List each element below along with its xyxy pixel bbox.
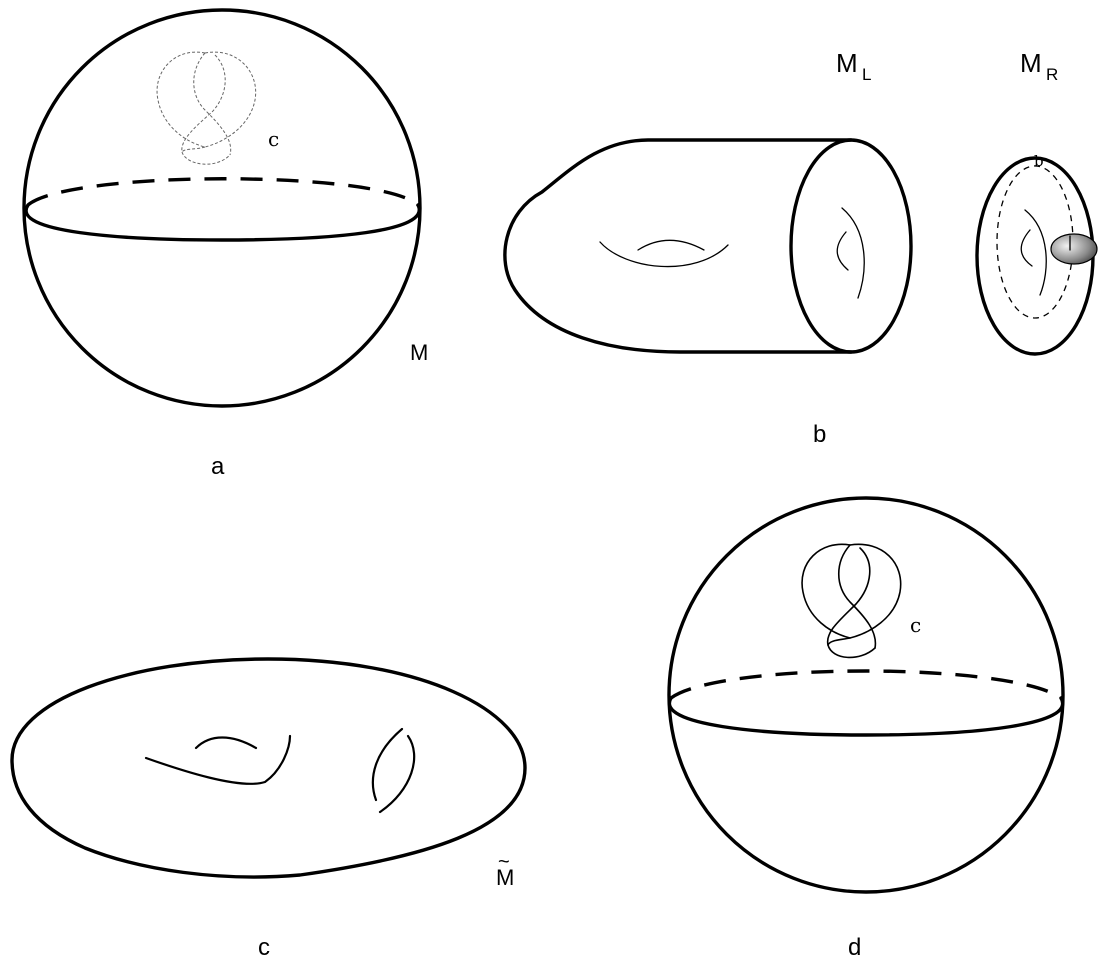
handle-1-upper-arc <box>194 736 258 750</box>
equator-front <box>24 203 421 242</box>
caption-b: b <box>813 421 826 448</box>
panel-a: c M a <box>22 8 428 480</box>
disk-right-handle-outer <box>1024 209 1047 296</box>
equator-back-dashed <box>669 669 1062 700</box>
svg-text:M: M <box>496 865 514 890</box>
panel-b: b M L M R b <box>503 48 1098 448</box>
panel-c: M ~ c <box>10 657 527 961</box>
equator-back-dashed <box>26 177 420 207</box>
handle-1-lower-arc <box>144 734 292 785</box>
label-m-r: M R <box>1020 48 1058 84</box>
svg-text:L: L <box>862 65 871 84</box>
knot-solid <box>801 543 902 659</box>
curve-label-b: b <box>1034 152 1044 170</box>
knot-label-c: c <box>910 613 921 637</box>
manifold-left-body <box>503 138 853 354</box>
sphere-outline <box>667 496 1065 894</box>
handle-2-left-arc <box>371 727 404 802</box>
sphere-outline <box>22 8 422 408</box>
knot-faint-outline <box>156 51 257 165</box>
disk-left-handle-inner <box>836 231 849 271</box>
attached-shaded-disk <box>1050 233 1098 265</box>
svg-text:~: ~ <box>498 851 510 873</box>
label-m-l: M L <box>836 48 871 84</box>
disk-left-handle-outer <box>841 207 865 299</box>
caption-a: a <box>211 453 225 480</box>
svg-text:R: R <box>1046 65 1058 84</box>
manifold-label-m: M <box>410 340 428 365</box>
svg-text:M: M <box>836 48 858 78</box>
handle-2-right-arc <box>378 734 416 814</box>
caption-d: d <box>848 934 861 961</box>
svg-text:M: M <box>1020 48 1042 78</box>
knot-label-c: c <box>268 127 279 151</box>
equator-front <box>667 696 1065 737</box>
handle-lower-arc <box>637 239 705 251</box>
caption-c: c <box>258 934 270 961</box>
manifold-label-m-tilde: M ~ <box>496 851 514 890</box>
handle-upper-arc <box>599 241 729 268</box>
panel-d: c d <box>667 496 1065 961</box>
disk-right-handle-inner <box>1020 229 1033 267</box>
manifold-left-cut-disk <box>789 138 913 354</box>
surface-outline <box>10 657 527 879</box>
